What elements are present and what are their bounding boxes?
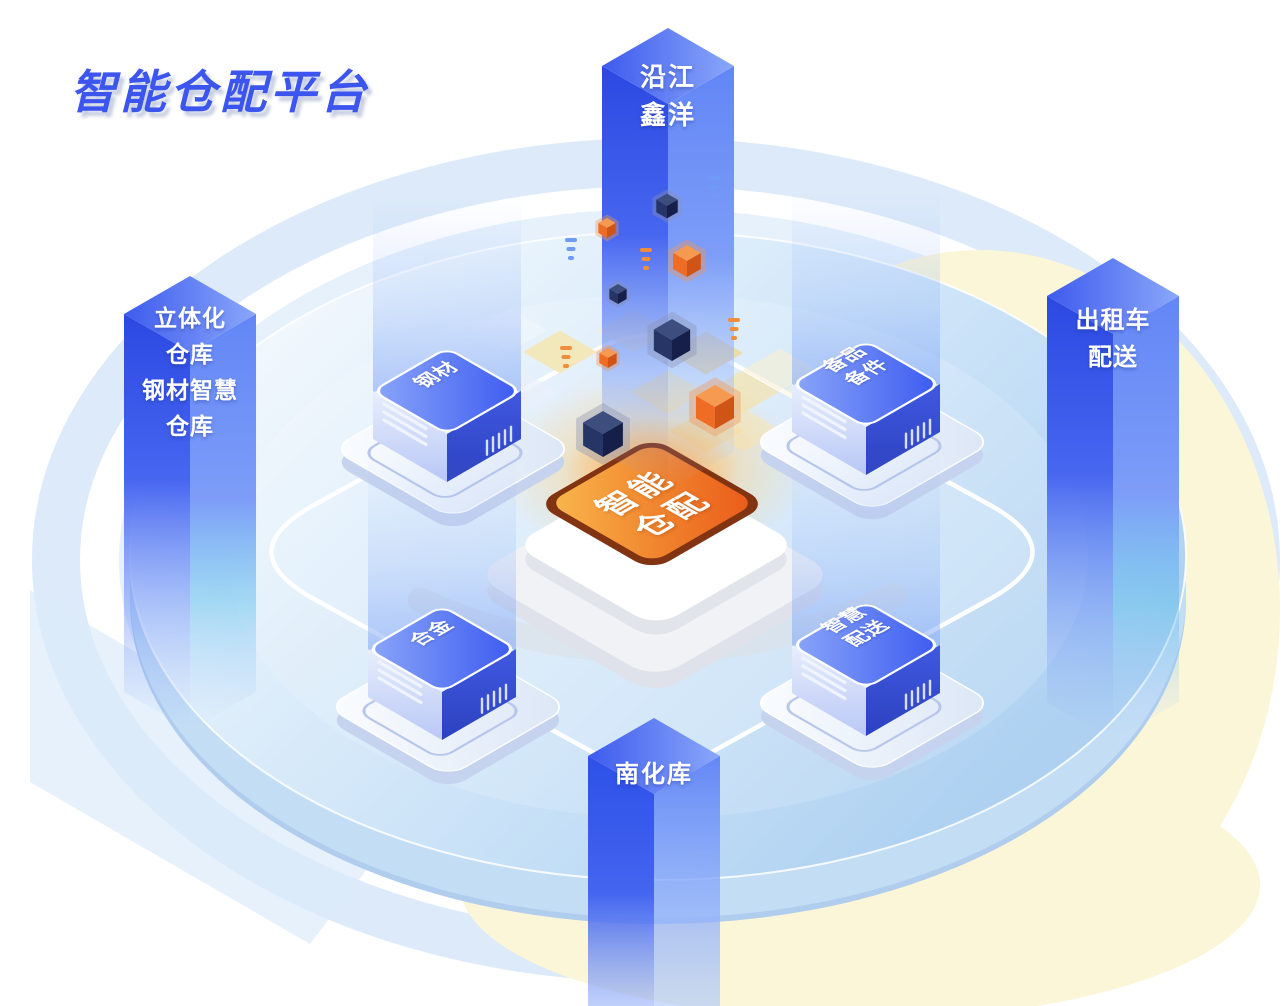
- page-title: 智能仓配平台: [70, 66, 370, 118]
- pillar-right: [1047, 258, 1179, 740]
- pillar-bottom: [588, 718, 720, 1006]
- pillar-right-label: 出租车 配送: [1075, 307, 1151, 371]
- pillar-top-label: 沿江 鑫洋: [639, 62, 696, 130]
- pillar-left-label: 立体化 仓库 钢材智慧 仓库: [142, 305, 238, 439]
- arrow-decoration: [30, 590, 380, 944]
- center-chip: [487, 442, 823, 688]
- pillar-bottom-label: 南化库: [615, 761, 693, 788]
- pillar-left: [124, 276, 256, 730]
